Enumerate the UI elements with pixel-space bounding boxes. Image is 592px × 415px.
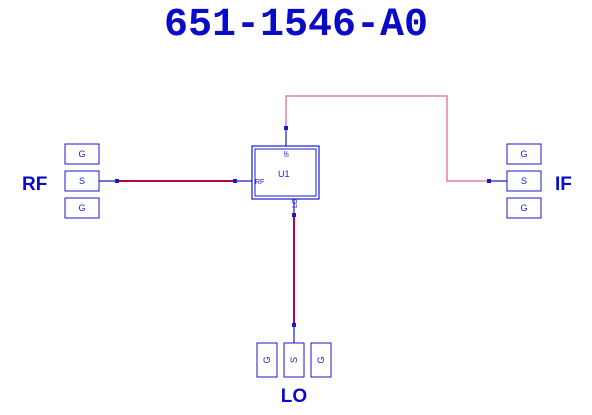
component-body-inner (254, 148, 317, 197)
wires (117, 95, 489, 325)
pad-ground (64, 143, 100, 165)
pin-dot (292, 213, 296, 217)
pad-label: S (521, 176, 527, 186)
pad-label: G (262, 356, 272, 363)
port-label-rf: RF (22, 174, 47, 195)
pad-label: S (79, 176, 85, 186)
port-if[interactable]: G S G IF (489, 143, 572, 219)
pad-ground (506, 143, 542, 165)
pad-label: S (289, 357, 299, 363)
port-rf[interactable]: G S G RF (22, 143, 117, 219)
pad-ground (256, 342, 278, 378)
pin-dot (233, 179, 237, 183)
component-ref-label: U1 (278, 169, 290, 179)
pad-ground (506, 197, 542, 219)
wire-if[interactable] (285, 95, 489, 182)
pin-dots (115, 126, 491, 327)
pin-label-rf: RF (255, 179, 264, 186)
pin-dot (284, 126, 288, 130)
component-u1[interactable]: U1 RF IF LO (235, 128, 320, 215)
pad-label: G (316, 356, 326, 363)
port-label-lo: LO (281, 386, 307, 407)
port-lo[interactable]: G S G LO (256, 325, 332, 407)
pad-label: G (78, 203, 85, 213)
pad-label: G (520, 203, 527, 213)
pad-label: G (520, 149, 527, 159)
pad-ground (310, 342, 332, 378)
pad-ground (64, 197, 100, 219)
pin-label-lo: LO (292, 198, 299, 208)
port-label-if: IF (555, 174, 572, 195)
page-title: 651-1546-A0 (163, 3, 429, 48)
pin-label-if: IF (284, 151, 291, 157)
pad-label: G (78, 149, 85, 159)
